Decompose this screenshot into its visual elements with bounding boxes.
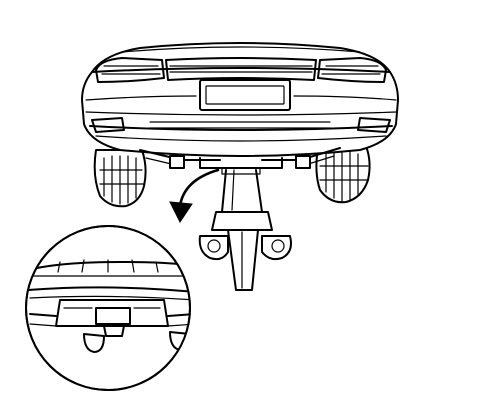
floor-jack bbox=[198, 169, 292, 291]
license-plate bbox=[199, 79, 291, 111]
left-headlamp bbox=[95, 57, 165, 83]
front-bumper bbox=[81, 67, 399, 157]
left-fog-lamp bbox=[91, 117, 125, 133]
jack-handle bbox=[227, 229, 259, 291]
hood bbox=[91, 42, 391, 73]
left-front-tire bbox=[93, 149, 147, 208]
callout-arrow bbox=[169, 168, 220, 223]
right-front-tire bbox=[315, 145, 371, 204]
front-suspension bbox=[139, 147, 341, 175]
detail-magnifier bbox=[25, 225, 191, 391]
right-headlamp bbox=[317, 57, 387, 83]
jack-left-wheel bbox=[198, 235, 229, 261]
grille bbox=[165, 57, 317, 81]
jack-right-wheel bbox=[261, 235, 292, 261]
vehicle-front bbox=[81, 42, 399, 208]
right-fog-lamp bbox=[357, 117, 391, 133]
